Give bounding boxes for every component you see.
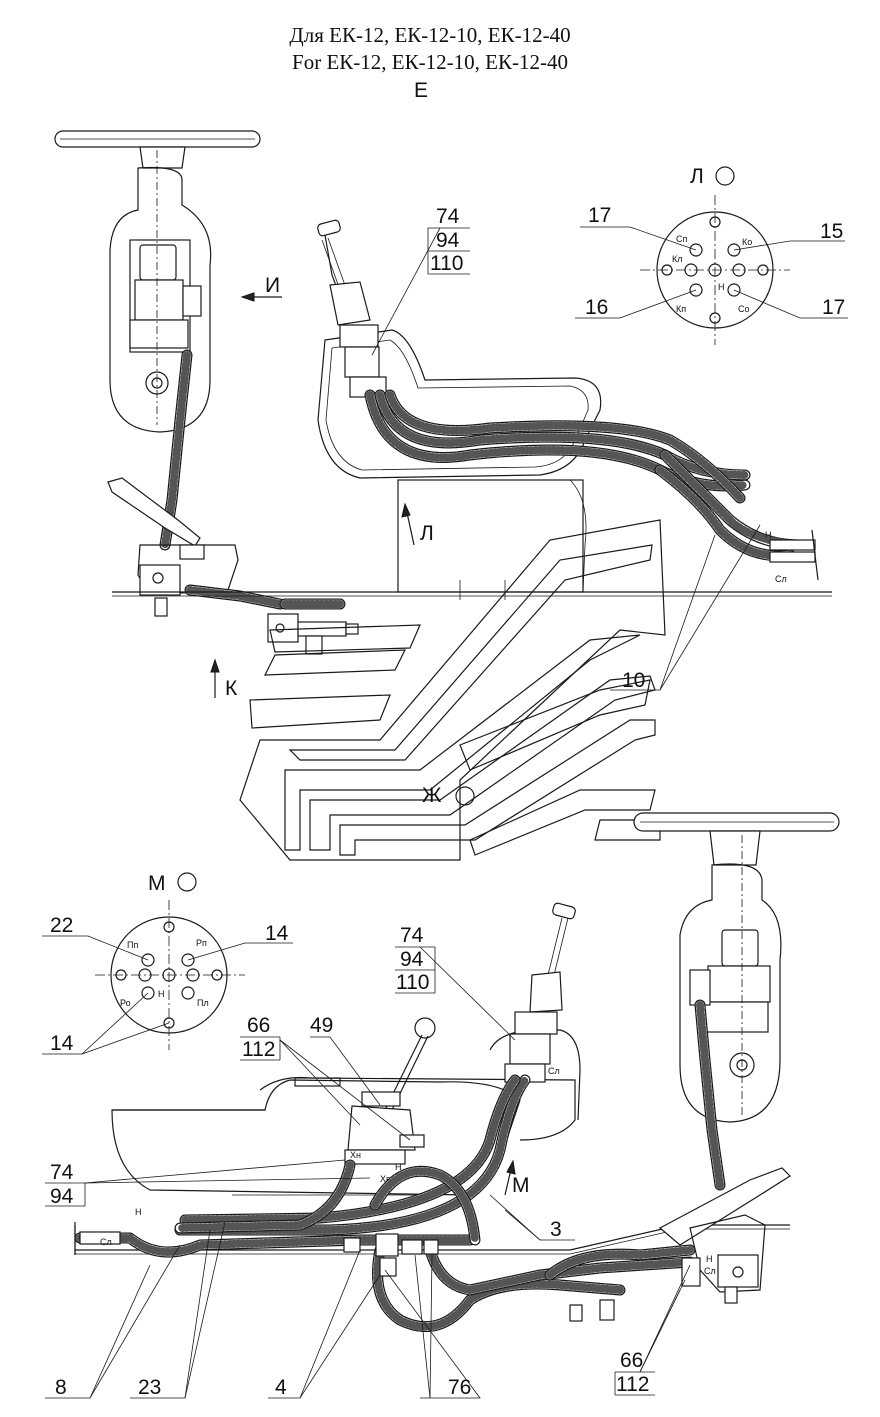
brake-pedal-top xyxy=(107,477,286,617)
leader-17-bottom: 17 xyxy=(822,296,845,319)
view-l-arrow-label: Л xyxy=(420,522,434,545)
leader-16: 16 xyxy=(585,296,608,319)
port-pp: Пп xyxy=(127,940,138,950)
leader-66-mid: 66 xyxy=(247,1014,270,1037)
leader-74-left: 74 xyxy=(50,1161,74,1184)
pedal-sl-port: Сл xyxy=(704,1266,716,1276)
port-hn: Хн xyxy=(350,1150,361,1160)
bottom-sl-port: Сл xyxy=(100,1237,112,1247)
view-i-arrow xyxy=(240,292,282,302)
joystick-bottom-right xyxy=(504,902,576,1083)
view-m-label: М xyxy=(148,872,166,895)
leader-76 xyxy=(384,1254,481,1399)
joystick-top xyxy=(317,219,387,398)
top-sl-port: Сл xyxy=(775,574,787,584)
leader-74-94-110-bottom-box xyxy=(395,946,516,1041)
steering-column-top xyxy=(54,130,261,433)
leader-8-label: 8 xyxy=(55,1376,67,1399)
view-m-marker xyxy=(177,872,197,892)
leader-110-top: 110 xyxy=(430,252,463,275)
bottom-n-port: Н xyxy=(135,1207,142,1217)
leader-66-112-bottom xyxy=(614,1264,691,1396)
view-m-arrow xyxy=(504,1159,516,1196)
view-zh-marker xyxy=(455,786,475,806)
port-n-m: Н xyxy=(158,989,165,999)
leader-14-top: 14 xyxy=(265,922,289,945)
leader-94-top: 94 xyxy=(436,229,460,252)
leader-15: 15 xyxy=(820,220,843,243)
leader-10-label: 10 xyxy=(622,669,645,692)
leader-3-label: 3 xyxy=(550,1218,562,1241)
seat-bottom xyxy=(111,1029,581,1196)
port-n-valve: Н xyxy=(395,1162,402,1172)
view-l-flange xyxy=(640,195,790,345)
view-m-flange xyxy=(95,900,245,1050)
title-line2: For ЕК-12, ЕК-12-10, ЕК-12-40 xyxy=(292,50,568,74)
leader-4-label: 4 xyxy=(275,1376,287,1399)
port-kp: Кп xyxy=(676,304,686,314)
bottom-hose-bundle xyxy=(74,1074,696,1333)
port-hv: Хв xyxy=(380,1174,391,1184)
leader-23-label: 23 xyxy=(138,1376,161,1399)
brake-pedal-bottom xyxy=(658,1167,791,1304)
port-kl: Кл xyxy=(672,254,683,264)
leader-112-mid: 112 xyxy=(242,1038,275,1061)
view-l-marker xyxy=(715,166,735,186)
view-m-leaders xyxy=(42,935,293,1055)
top-hose-bundle xyxy=(364,389,819,581)
leader-49: 49 xyxy=(310,1014,333,1037)
joystick-bottom-left xyxy=(344,1017,436,1165)
leader-66-bottom: 66 xyxy=(620,1349,643,1372)
top-n-port: Н xyxy=(765,530,772,540)
leader-22: 22 xyxy=(50,914,73,937)
title-line1: Для ЕК-12, ЕК-12-10, ЕК-12-40 xyxy=(289,23,570,47)
view-k-arrow xyxy=(210,658,220,698)
port-ko: Ко xyxy=(742,237,752,247)
leader-74-bottom: 74 xyxy=(400,924,424,947)
tee-fittings xyxy=(74,1222,615,1322)
leader-74-94-left xyxy=(45,1159,371,1207)
leader-10 xyxy=(610,524,761,691)
leader-94-bottom: 94 xyxy=(400,948,424,971)
view-l-arrow xyxy=(401,502,415,546)
leader-74-94-110-top-box xyxy=(371,227,470,356)
port-rp: Рп xyxy=(196,938,207,948)
port-so: Со xyxy=(738,304,750,314)
port-sp: Сп xyxy=(676,234,687,244)
leader-3 xyxy=(489,1194,575,1241)
leader-4 xyxy=(268,1249,381,1399)
view-l-label: Л xyxy=(690,165,704,188)
view-l-leaders xyxy=(575,226,848,319)
view-k-label: К xyxy=(225,677,238,700)
right-column-hose xyxy=(694,999,726,1191)
leader-74-top: 74 xyxy=(436,205,460,228)
leader-8 xyxy=(45,1244,181,1399)
steering-column-bottom xyxy=(633,812,840,1123)
port-pl: Пл xyxy=(197,998,209,1008)
leader-110-bottom: 110 xyxy=(396,971,429,994)
view-zh-label: Ж xyxy=(422,784,442,807)
port-ro: Ро xyxy=(120,998,131,1008)
leader-14-bottom: 14 xyxy=(50,1032,74,1055)
valve-block-top xyxy=(267,598,359,655)
leader-66-112-49 xyxy=(240,1036,411,1141)
leader-17-top: 17 xyxy=(588,204,611,227)
pedal-n-port: Н xyxy=(706,1254,713,1264)
chevron-floor-shape xyxy=(239,519,666,861)
view-i-label: И xyxy=(265,274,280,297)
leader-23 xyxy=(130,1221,226,1399)
joy-sl-port: Сл xyxy=(548,1066,560,1076)
leader-94-left: 94 xyxy=(50,1185,74,1208)
view-m-arrow-label: М xyxy=(512,1174,530,1197)
port-n-l: Н xyxy=(718,282,725,292)
leader-76-label: 76 xyxy=(448,1376,471,1399)
leader-112-bottom: 112 xyxy=(616,1373,649,1396)
view-e-label: Е xyxy=(414,79,428,102)
